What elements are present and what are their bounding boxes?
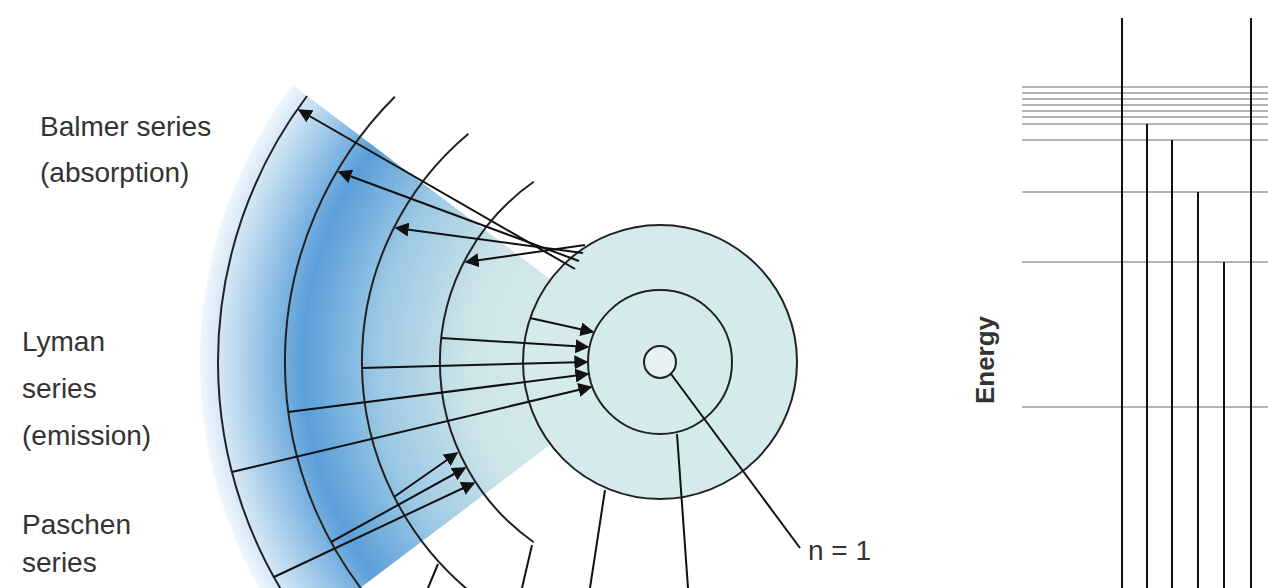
orbit-n2 [588, 290, 732, 434]
leader-line [428, 564, 438, 588]
label-text: Paschen series [22, 506, 172, 582]
transition-arrow [331, 468, 465, 542]
transition-arrow [530, 318, 593, 332]
label-text: n = 1 [808, 534, 871, 568]
energy-level-diagram [1022, 18, 1268, 588]
energy-levels [1022, 87, 1268, 407]
transition-arrow [299, 110, 575, 269]
label-text: Balmer series (absorption) [40, 104, 270, 196]
transition-arrow [362, 362, 587, 368]
transition-arrow [288, 374, 588, 412]
leader-line [671, 374, 800, 548]
paschen-arrows [274, 453, 474, 577]
orbit-label: n = 1 [808, 534, 871, 568]
series-label: Balmer series (absorption) [40, 104, 270, 196]
leader-line [677, 434, 688, 588]
axis-label: Energy [970, 316, 1000, 404]
orbit-n6 [285, 97, 395, 588]
energy-transitions [1122, 18, 1251, 588]
orbit-n1 [644, 346, 676, 378]
transition-arrow [339, 172, 579, 261]
lyman-arrows [232, 318, 593, 472]
transition-arrow [232, 387, 591, 472]
balmer-arrows [299, 110, 585, 269]
leader-line [522, 545, 532, 588]
transition-arrow [396, 228, 583, 253]
transition-arrow [441, 338, 588, 347]
transition-arrow [466, 245, 585, 262]
series-label: Lyman series (emission) [22, 318, 172, 459]
orbit-n5 [362, 134, 468, 588]
orbit-n7 [218, 96, 307, 588]
transition-arrow [274, 483, 474, 577]
label-text: Energy [970, 316, 1000, 404]
leader-line [590, 490, 605, 588]
label-text: Lyman series (emission) [22, 318, 172, 459]
leader-lines [428, 374, 800, 588]
outer-orbits [218, 96, 534, 588]
series-label: Paschen series [22, 506, 172, 582]
